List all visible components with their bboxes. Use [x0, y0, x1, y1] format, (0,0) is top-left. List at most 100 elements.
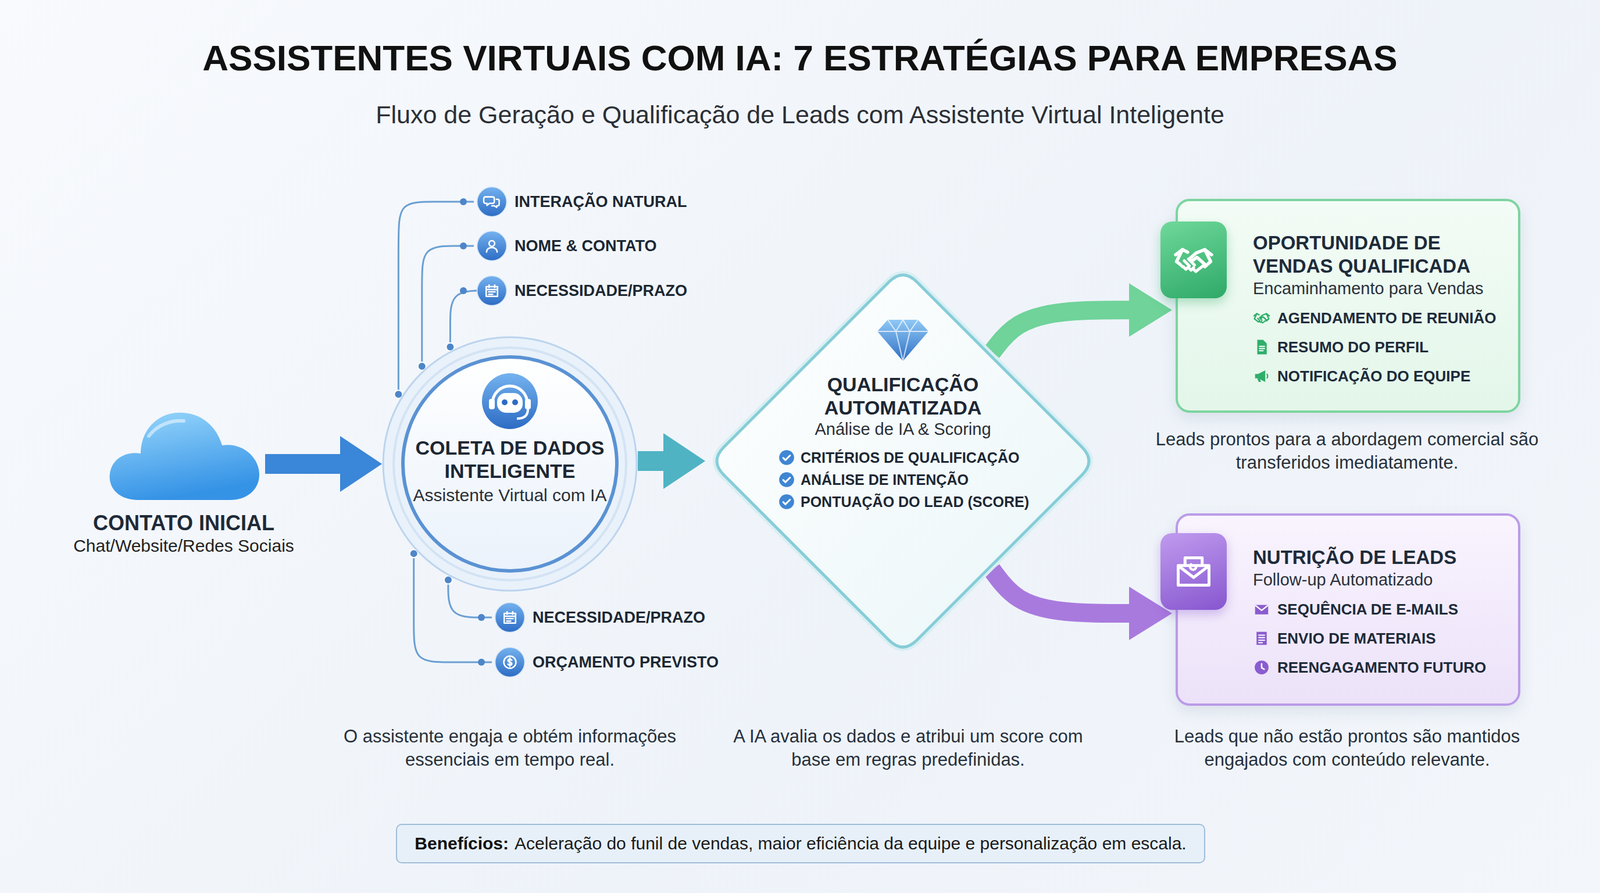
gem-icon [877, 319, 929, 362]
circle-ring [393, 347, 627, 581]
decoration-g [504, 611, 516, 624]
decoration-path [486, 247, 498, 253]
decoration-path [488, 284, 495, 288]
connector-dot [459, 242, 467, 250]
decoration-path [783, 500, 791, 505]
data-item: ORÇAMENTO PREVISTO [494, 646, 719, 678]
item-text: AGENDAMENTO DE REUNIÃO [1277, 306, 1497, 330]
heading-text: NUTRIÇÃO DE LEADS [1252, 545, 1507, 570]
decoration-path [508, 658, 513, 667]
column-note: A IA avalia os dados e atribui um score … [722, 725, 1095, 772]
label-wrap: O assistente engaja e obtém informações … [338, 725, 682, 772]
item-icon [1252, 658, 1271, 677]
decoration-circle [477, 187, 507, 217]
check-icon [778, 471, 795, 488]
body-text: NECESSIDADE/PRAZO [514, 281, 688, 300]
arrow-head [340, 436, 382, 492]
decoration-path [1257, 340, 1267, 355]
decoration-g [1177, 557, 1209, 585]
decoration-path [1261, 663, 1264, 670]
decoration-circle [1254, 660, 1269, 675]
heading-text: Benefícios: [414, 833, 509, 853]
body-text: Encaminhamento para Vendas [1252, 277, 1507, 299]
tile-icon [1160, 221, 1227, 299]
subtitle: Fluxo de Geração e Qualificação de Leads… [15, 100, 1585, 130]
item-text: CRITÉRIOS DE QUALIFICAÇÃO [800, 447, 1020, 468]
text-area: CONTATO INICIALChat/Website/Redes Sociai… [73, 511, 295, 557]
decoration-g [779, 494, 795, 510]
connector-line [450, 290, 480, 348]
decoration-circle [495, 602, 525, 633]
data-collection-circle: COLETA DE DADOS INTELIGENTEAssistente Vi… [381, 336, 638, 592]
title-wrap: ASSISTENTES VIRTUAIS COM IA: 7 ESTRATÉGI… [0, 37, 1600, 79]
decoration-path [1184, 557, 1202, 566]
heading-text: COLETA DE DADOS INTELIGENTE [408, 436, 612, 483]
outcome-box: NUTRIÇÃO DE LEADSFollow-up AutomatizadoS… [1175, 513, 1521, 706]
item-row: SEQUÊNCIA DE E-MAILS [1252, 598, 1507, 621]
decoration-path [486, 288, 498, 291]
decoration-path [504, 613, 516, 624]
icon-tile [1160, 221, 1227, 299]
column-note: Leads que não estão prontos são mantidos… [1143, 725, 1551, 772]
cloud-highlight [148, 420, 184, 437]
decoration-g [486, 240, 498, 253]
decoration-path [488, 240, 495, 247]
decoration-g [1256, 631, 1267, 646]
diamond-glow [716, 275, 1089, 648]
decoration-path [1266, 374, 1269, 378]
connector-line [265, 454, 341, 474]
decoration-path [877, 319, 929, 362]
label-wrap: Fluxo de Geração e Qualificação de Leads… [15, 100, 1585, 130]
decoration-circle [512, 399, 519, 406]
text-area: NECESSIDADE/PRAZO [514, 281, 688, 300]
item-row: ENVIO DE MATERIAIS [1252, 627, 1507, 650]
connector-line [991, 569, 1130, 614]
decoration-path [491, 199, 500, 208]
item-row: ANÁLISE DE INTENÇÃO [769, 469, 1037, 490]
text-area: NUTRIÇÃO DE LEADSFollow-up AutomatizadoS… [1177, 515, 1519, 702]
text-area: INTERAÇÃO NATURAL [514, 193, 687, 212]
decoration-path [1258, 634, 1265, 643]
decoration-path [1257, 378, 1262, 382]
connector-line [637, 451, 664, 471]
decoration-path [1259, 346, 1265, 352]
body-text: Assistente Virtual com IA [408, 484, 612, 506]
connector [991, 283, 1173, 353]
decoration-path [1255, 317, 1266, 323]
item-text: PONTUAÇÃO DO LEAD (SCORE) [800, 491, 1030, 512]
heading-text: OPORTUNIDADE DE VENDAS QUALIFICADA [1252, 231, 1507, 278]
decoration-circle [481, 373, 538, 430]
circle-outline [402, 356, 617, 571]
decoration-g [779, 450, 795, 466]
decoration-path [483, 197, 495, 206]
decoration-g [265, 201, 1173, 663]
decoration-path [1255, 605, 1269, 611]
decoration-path [1190, 564, 1197, 570]
item-text: ANÁLISE DE INTENÇÃO [800, 469, 969, 490]
decoration-rect [488, 398, 495, 410]
text-area: NOME & CONTATO [514, 237, 657, 256]
item-text: NOTIFICAÇÃO DO EQUIPE [1277, 365, 1471, 388]
item-row: REENGAGAMENTO FUTURO [1252, 656, 1507, 679]
decoration-g [1254, 660, 1269, 675]
body-text: NECESSIDADE/PRAZO [532, 608, 706, 627]
label-wrap: Leads que não estão prontos são mantidos… [1143, 725, 1551, 772]
check-icon [778, 493, 795, 510]
contact-cloud: CONTATO INICIALChat/Website/Redes Sociai… [102, 401, 266, 503]
decoration-path [504, 615, 516, 618]
text-area: OPORTUNIDADE DE VENDAS QUALIFICADAEncami… [1177, 201, 1519, 411]
item-text: REENGAGAMENTO FUTURO [1277, 656, 1487, 679]
decoration-path [506, 618, 513, 621]
decoration-g [486, 284, 498, 297]
arrow-head [663, 433, 706, 489]
connector-line [991, 309, 1130, 353]
decoration-g [1175, 249, 1212, 272]
item-icon [476, 230, 508, 262]
decoration-path [1255, 605, 1269, 615]
item-icon [476, 275, 508, 307]
item-row: NOTIFICAÇÃO DO EQUIPE [1252, 365, 1507, 388]
item-icon [1252, 309, 1271, 327]
decoration-path [504, 656, 517, 669]
body-text: NOME & CONTATO [514, 237, 657, 256]
